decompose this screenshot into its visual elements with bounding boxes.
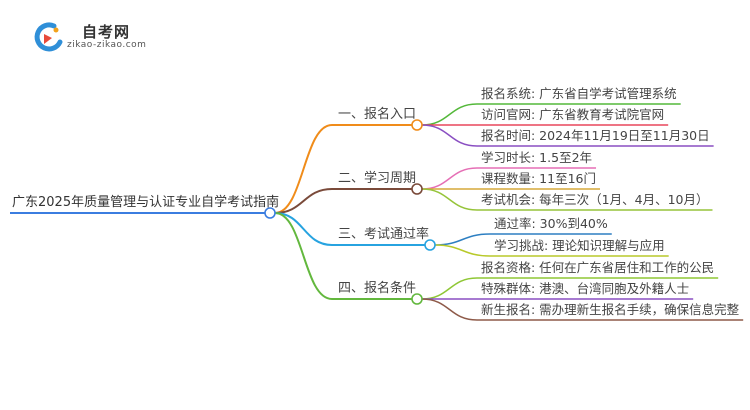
leaf-connector: [421, 277, 478, 300]
logo-title: 自考网: [82, 23, 131, 41]
leaf-pass-rate: 通过率: 30%到40%: [494, 216, 608, 231]
leaf-official-site: 访问官网: 广东省教育考试院官网: [481, 107, 665, 122]
branch-eligibility: 四、报名条件: [338, 281, 417, 296]
leaf-study-duration: 学习时长: 1.5至2年: [481, 150, 593, 165]
leaf-connector: [421, 188, 478, 211]
branch-node: [411, 293, 423, 305]
branch-registration-entry: 一、报名入口: [338, 107, 417, 122]
branch-node: [411, 119, 423, 131]
branch-node: [411, 183, 423, 195]
branch-connector: [274, 212, 333, 246]
logo-icon: [34, 22, 63, 52]
branch-connector: [274, 124, 333, 214]
leaf-special-groups: 特殊群体: 港澳、台湾同胞及外籍人士: [481, 281, 690, 296]
branch-connector: [274, 212, 333, 300]
leaf-registration-system: 报名系统: 广东省自学考试管理系统: [481, 86, 677, 101]
root-topic: 广东2025年质量管理与认证专业自学考试指南: [12, 195, 280, 210]
root-node: [264, 207, 276, 219]
leaf-course-count: 课程数量: 11至16门: [481, 171, 596, 186]
branch-pass-rate: 三、考试通过率: [338, 227, 430, 242]
branch-node: [424, 239, 436, 251]
logo-subtitle: zikao-zikao.com: [67, 40, 147, 50]
branch-study-period: 二、学习周期: [338, 171, 417, 186]
leaf-exam-opportunities: 考试机会: 每年三次（1月、4月、10月）: [481, 192, 709, 207]
leaf-connector: [434, 244, 491, 257]
leaf-connector: [421, 103, 478, 126]
leaf-connector: [434, 233, 491, 246]
site-logo[interactable]: 自考网 zikao-zikao.com: [30, 20, 180, 56]
leaf-study-challenge: 学习挑战: 理论知识理解与应用: [494, 238, 665, 253]
leaf-connector: [421, 298, 478, 321]
leaf-connector: [421, 124, 478, 147]
leaf-registration-time: 报名时间: 2024年11月19日至11月30日: [481, 128, 710, 143]
leaf-new-student: 新生报名: 需办理新生报名手续，确保信息完整: [481, 302, 740, 317]
branch-connector: [274, 188, 333, 214]
leaf-eligibility: 报名资格: 任何在广东省居住和工作的公民: [481, 260, 715, 275]
leaf-connector: [421, 167, 478, 190]
